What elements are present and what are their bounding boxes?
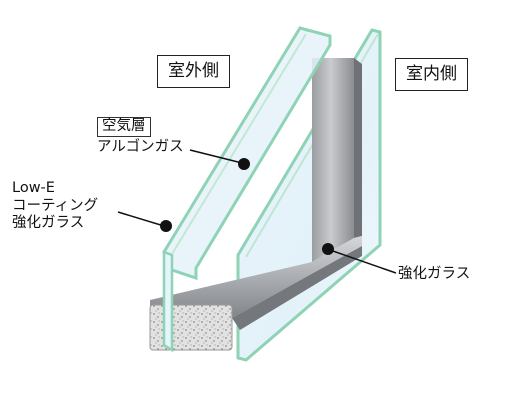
lowe-glass-callout: Low-E コーティング 強化ガラス	[12, 180, 98, 233]
spacer-vertical	[312, 58, 362, 262]
leader-lines	[117, 149, 397, 274]
outdoor-side-label: 室外側	[157, 55, 230, 88]
leader-inner-glass	[329, 249, 397, 274]
leader-air-layer	[189, 149, 243, 164]
lowe-line-3: 強化ガラス	[12, 215, 85, 232]
air-layer-callout: 空気層 アルゴンガス	[97, 117, 184, 156]
inner-glass-callout: 強化ガラス	[398, 266, 471, 282]
desiccant-cross-section	[149, 304, 233, 351]
air-layer-tag: 空気層	[97, 117, 151, 137]
leader-lowe	[117, 211, 165, 227]
air-layer-gas-text: アルゴンガス	[97, 138, 184, 155]
leader-dot-lowe	[160, 220, 172, 232]
leader-dot-air-layer	[238, 158, 250, 170]
indoor-side-label: 室内側	[395, 58, 468, 91]
lowe-line-2: コーティング	[12, 197, 99, 214]
lowe-line-1: Low-E	[12, 180, 55, 196]
leader-dot-inner-glass	[322, 243, 334, 255]
outer-glass-pane	[162, 26, 332, 353]
